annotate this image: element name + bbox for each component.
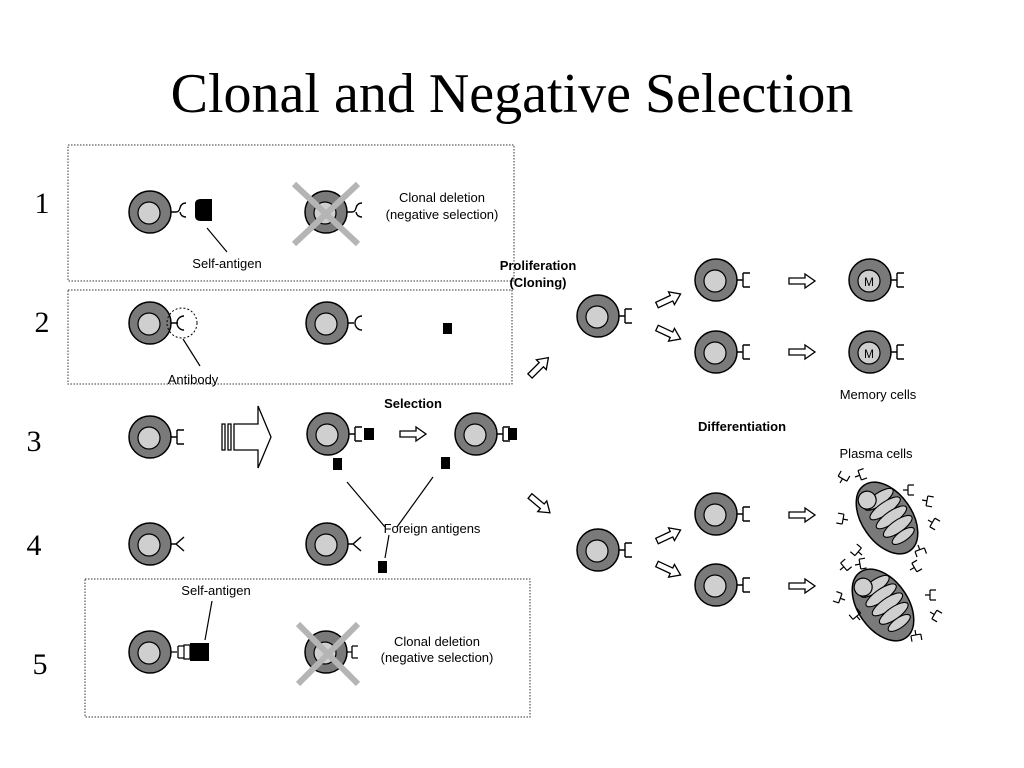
proliferation-branch: Proliferation (Cloning) M M Memory cells — [500, 258, 917, 402]
self-antigen-label: Self-antigen — [192, 256, 261, 271]
row-number-5: 5 — [33, 648, 48, 681]
clonal-deletion-line-2: (negative selection) — [381, 650, 494, 665]
row-number-2: 2 — [35, 306, 50, 339]
big-arrow — [221, 405, 272, 469]
lymphocyte — [305, 522, 349, 566]
box-row-2 — [67, 289, 513, 385]
row-number-1: 1 — [35, 187, 50, 220]
differentiation-label: Differentiation — [698, 419, 786, 434]
antibody-circle — [166, 307, 198, 339]
antigen — [443, 323, 452, 334]
lymphocyte — [454, 412, 498, 456]
row-number-3: 3 — [27, 425, 42, 458]
plasma-cells-label: Plasma cells — [840, 446, 913, 461]
row-2: Antibody — [128, 301, 452, 387]
row-4: Foreign antigens — [128, 476, 481, 573]
row-5: Self-antigen Clonal deletion (negative s… — [128, 583, 494, 687]
lymphocyte — [128, 190, 172, 234]
memory-cells-label: Memory cells — [840, 387, 917, 402]
memory-marker: M — [864, 347, 874, 361]
lymphocyte — [694, 330, 738, 374]
proliferation-line-2: (Cloning) — [509, 275, 566, 290]
row-3: Selection — [128, 396, 517, 470]
lymphocyte — [128, 630, 172, 674]
lymphocyte — [694, 563, 738, 607]
slide-title: Clonal and Negative Selection — [170, 63, 854, 125]
row-numbers: 1 2 3 4 5 — [27, 187, 50, 681]
proliferation-line-1: Proliferation — [500, 258, 577, 273]
self-antigen-label: Self-antigen — [181, 583, 250, 598]
clonal-deletion-line-2: (negative selection) — [386, 207, 499, 222]
self-antigen-block — [190, 643, 209, 661]
lymphocyte — [128, 301, 172, 345]
clonal-deletion-line-1: Clonal deletion — [399, 190, 485, 205]
foreign-antigen — [441, 457, 450, 469]
memory-marker: M — [864, 275, 874, 289]
plasma-cell — [838, 557, 928, 653]
lymphocyte — [694, 258, 738, 302]
box-row-1 — [67, 144, 515, 282]
clonal-deletion-line-1: Clonal deletion — [394, 634, 480, 649]
antibody-label: Antibody — [168, 372, 219, 387]
row-number-4: 4 — [27, 529, 42, 562]
self-antigen-block — [195, 199, 212, 221]
foreign-antigens-label: Foreign antigens — [384, 521, 481, 536]
lymphocyte — [576, 528, 620, 572]
selection-label: Selection — [384, 396, 442, 411]
lymphocyte — [306, 412, 350, 456]
lymphocyte — [576, 294, 620, 338]
lymphocyte — [128, 522, 172, 566]
lymphocyte — [128, 415, 172, 459]
foreign-antigen — [378, 561, 387, 573]
foreign-antigen — [333, 458, 342, 470]
row-1: Self-antigen Clonal deletion (negative s… — [128, 181, 499, 271]
differentiation-branch: Differentiation Plasma cells — [527, 419, 943, 653]
box-row-5 — [84, 578, 531, 718]
lymphocyte — [305, 301, 349, 345]
lymphocyte — [694, 492, 738, 536]
